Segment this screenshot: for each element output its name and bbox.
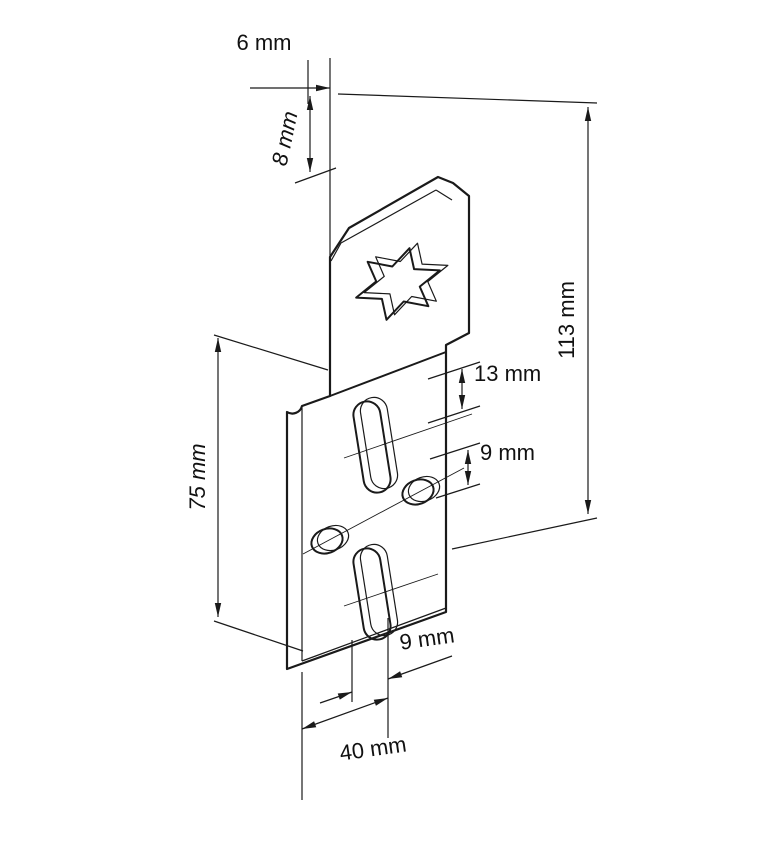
extension-line <box>451 517 598 550</box>
centerline-upper-slot <box>343 413 473 459</box>
dimension-line <box>319 691 353 704</box>
dimension-line <box>301 697 389 730</box>
dimension-label-top-width: 6 mm <box>237 30 292 55</box>
centerline-lower-slot <box>343 573 439 607</box>
extension-line <box>294 167 337 184</box>
dimension-label-plate-width: 40 mm <box>338 732 408 766</box>
tab-front-top-edge <box>340 189 437 244</box>
dimension-label-top-offset: 8 mm <box>267 109 303 168</box>
dimension-label-overall-height: 113 mm <box>554 281 579 359</box>
extension-line <box>337 93 598 104</box>
upper-slot-back-edge <box>358 395 399 490</box>
dimension-label-slot-to-edge: 13 mm <box>474 361 541 386</box>
dimension-plate-height: 75 mm <box>185 334 329 652</box>
dimension-label-plate-height: 75 mm <box>185 443 210 510</box>
extension-line <box>213 334 329 371</box>
bracket-silhouette <box>285 175 471 671</box>
extension-line <box>427 361 481 380</box>
extension-line <box>435 483 481 499</box>
dimension-leader <box>387 655 453 680</box>
star-hole <box>347 241 450 326</box>
centerline-holes <box>302 467 465 555</box>
dimension-label-hole-spacing: 9 mm <box>480 440 535 465</box>
dimension-top-width: 6 mm <box>237 30 331 258</box>
dimension-slot-to-edge: 13 mm <box>427 361 541 424</box>
plate-top-edge <box>329 351 447 397</box>
extension-line <box>213 620 304 652</box>
dimension-slot-width: 9 mm <box>319 618 456 738</box>
extension-line <box>429 442 481 460</box>
dimension-hole-spacing: 9 mm <box>429 440 535 499</box>
plate-back-bottom-edge <box>301 607 447 662</box>
round-hole-upper <box>399 475 437 508</box>
tab-chamfer-edge-left <box>330 242 342 262</box>
tab-chamfer-edge-right <box>435 189 453 201</box>
round-hole-upper-back-edge <box>405 472 443 505</box>
dimension-plate-width: 40 mm <box>301 672 408 800</box>
dimension-overall-height: 113 mm <box>337 93 598 550</box>
extension-line <box>427 405 481 424</box>
round-hole-lower-back-edge <box>314 521 352 554</box>
dimension-top-offset: 8 mm <box>267 96 337 184</box>
bracket-body <box>285 175 473 671</box>
star-hole-back-edge <box>355 236 458 321</box>
lower-slot-back-edge <box>358 542 399 637</box>
